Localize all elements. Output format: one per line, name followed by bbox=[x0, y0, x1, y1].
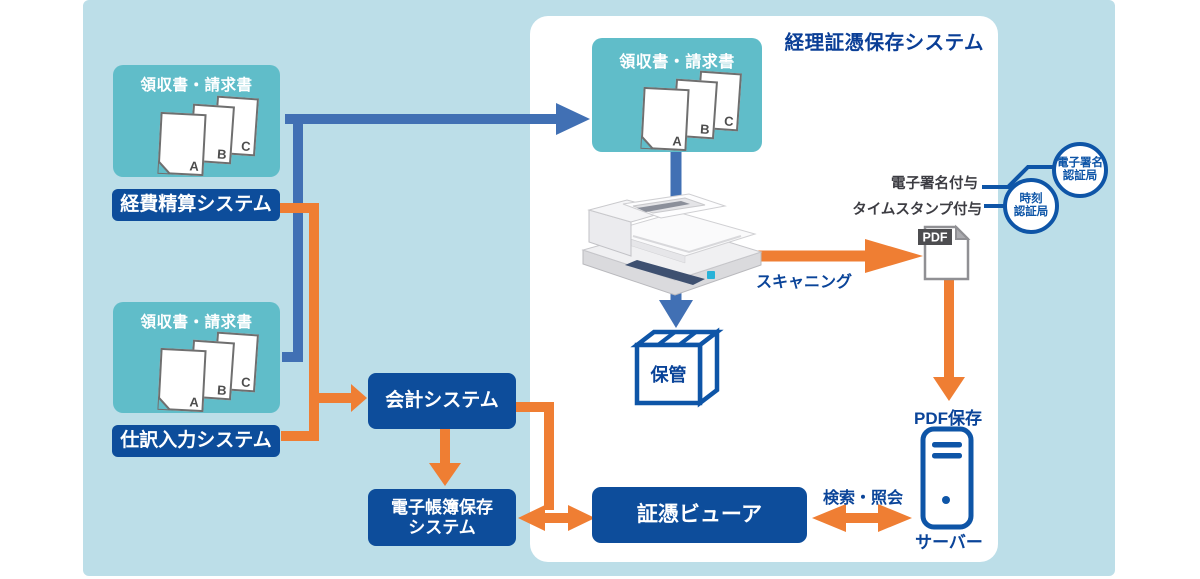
receipts-box-1-label: 領収書・請求書 bbox=[140, 77, 253, 94]
page-letter: C bbox=[723, 113, 735, 130]
receipts-box-2-label: 領収書・請求書 bbox=[140, 314, 253, 331]
ledger-system-line1: 電子帳簿保存 bbox=[391, 497, 493, 517]
esign-ca-line1: 電子署名 bbox=[1057, 156, 1103, 169]
expense-journal-trunk-line bbox=[280, 203, 319, 441]
page-letter: A bbox=[189, 394, 200, 410]
server-icon bbox=[920, 426, 974, 530]
receipts-box-2: 領収書・請求書 C B A bbox=[113, 302, 280, 413]
panel-title: 経理証憑保存システム bbox=[784, 32, 984, 54]
esign-ca-line2: 認証局 bbox=[1062, 170, 1098, 182]
accounting-system-box: 会計システム bbox=[368, 373, 516, 429]
search-label: 検索・照会 bbox=[822, 490, 903, 507]
document-page-a: A bbox=[640, 86, 690, 152]
pdf-file-icon: PDF bbox=[918, 224, 971, 281]
page-fold bbox=[157, 160, 172, 175]
document-stack: C B A bbox=[632, 70, 744, 152]
blue-arrowheads bbox=[556, 103, 693, 328]
arrowhead-into-accounting bbox=[351, 384, 367, 412]
page-letter: C bbox=[240, 374, 252, 391]
document-stack: C B A bbox=[149, 95, 261, 177]
document-stack: C B A bbox=[149, 331, 261, 413]
page-fold bbox=[640, 135, 655, 150]
document-page-a: A bbox=[157, 347, 207, 413]
receipts-box-3: 領収書・請求書 C B A bbox=[592, 38, 762, 152]
ledger-system-line2: システム bbox=[408, 517, 476, 537]
time-ca-line2: 認証局 bbox=[1013, 206, 1049, 218]
receipts-box-1: 領収書・請求書 C B A bbox=[113, 65, 280, 177]
scanning-label: スキャニング bbox=[756, 274, 853, 291]
scanner-image bbox=[581, 193, 763, 296]
arrowhead-into-storage bbox=[659, 300, 693, 328]
pdf-badge-text: PDF bbox=[923, 231, 948, 245]
journal-system-box: 仕訳入力システム bbox=[112, 425, 280, 457]
arrowhead-to-server bbox=[878, 504, 912, 532]
docs2-branch-line bbox=[282, 124, 303, 362]
arrowhead-to-viewer-left bbox=[812, 504, 846, 532]
arrowhead-into-panel bbox=[556, 103, 590, 135]
expense-system-box: 経費精算システム bbox=[112, 189, 280, 221]
esign-ca-circle: 電子署名 認証局 bbox=[1052, 142, 1108, 198]
receipts-box-3-label: 領収書・請求書 bbox=[619, 54, 735, 71]
server-label: サーバー bbox=[915, 533, 983, 552]
accounting-to-viewer-line bbox=[516, 402, 554, 510]
time-ca-line1: 時刻 bbox=[1019, 192, 1043, 205]
viewer-box: 証憑ビューア bbox=[592, 487, 807, 543]
storage-label: 保管 bbox=[650, 365, 687, 385]
page-fold bbox=[157, 396, 172, 411]
arrowhead-into-ledger bbox=[429, 463, 461, 486]
storage-box-icon bbox=[630, 327, 724, 408]
arrowhead-into-pdfsave bbox=[933, 377, 965, 401]
orange-flow-lines bbox=[280, 203, 954, 523]
page-letter: B bbox=[216, 146, 228, 163]
arrowhead-to-viewer-right bbox=[568, 505, 595, 531]
page-letter: B bbox=[216, 382, 228, 399]
timestamp-label: タイムスタンプ付与 bbox=[852, 202, 982, 218]
ledger-system-box: 電子帳簿保存 システム bbox=[368, 489, 516, 546]
time-ca-circle: 時刻 認証局 bbox=[1003, 178, 1059, 234]
arrowhead-to-ledger-left bbox=[518, 505, 545, 531]
pdf-save-label: PDF保存 bbox=[914, 409, 982, 428]
page-letter: C bbox=[240, 138, 252, 155]
document-page-a: A bbox=[157, 111, 207, 177]
page-letter: B bbox=[699, 121, 711, 138]
esign-ca-line bbox=[982, 165, 1058, 189]
page-letter: A bbox=[189, 158, 200, 174]
page-letter: A bbox=[672, 133, 683, 149]
arrowhead-into-pdf bbox=[865, 239, 923, 273]
orange-arrowheads bbox=[351, 239, 965, 532]
esign-label: 電子署名付与 bbox=[891, 176, 978, 192]
